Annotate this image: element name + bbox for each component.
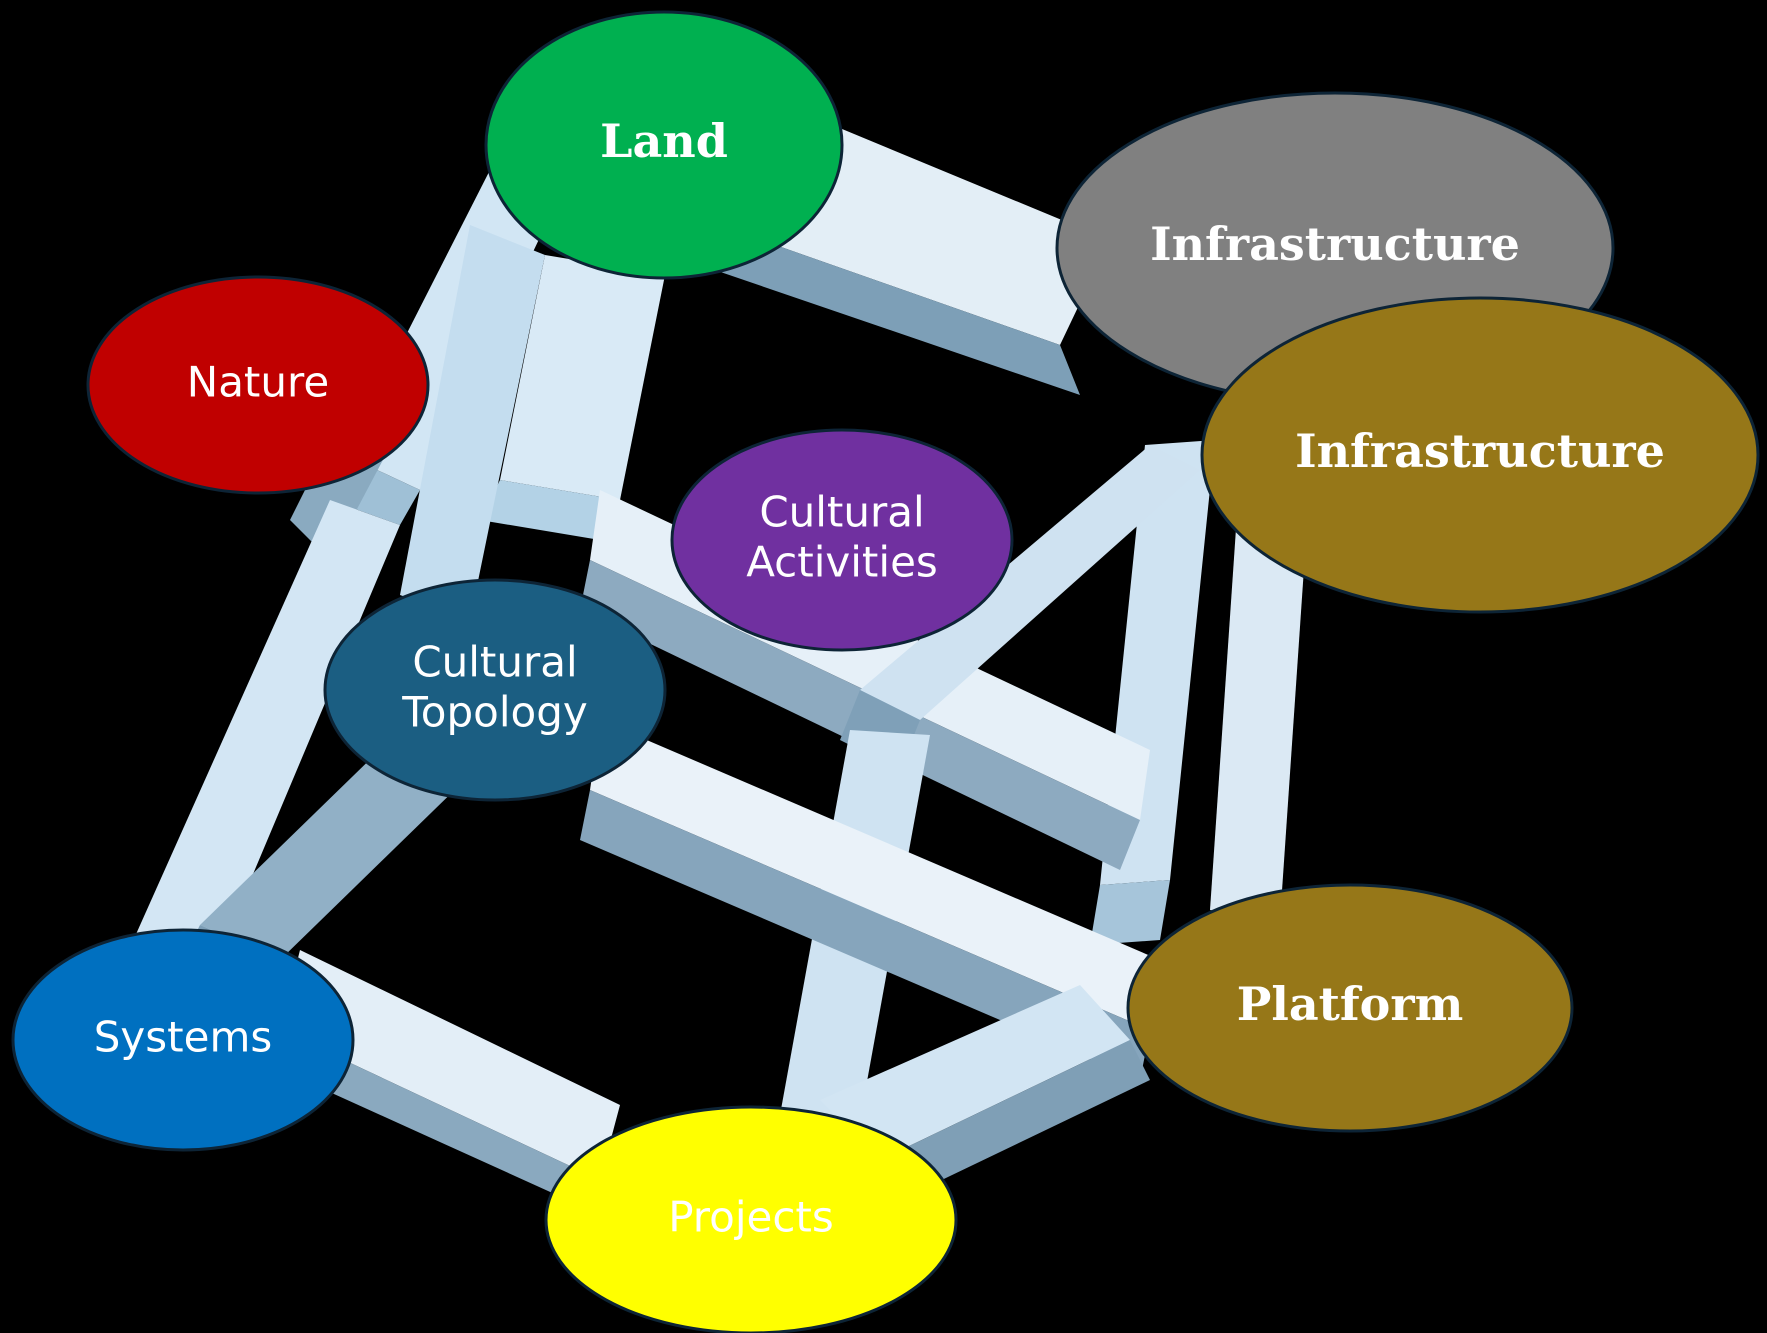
node-platform: Platform	[1126, 883, 1574, 1133]
node-label: Activities	[746, 538, 938, 587]
node-ellipse	[1200, 296, 1760, 614]
node-layer: LandNatureInfrastructureInfrastructureCu…	[11, 10, 1760, 1333]
node-projects: Projects	[544, 1105, 958, 1333]
node-label: Cultural	[759, 487, 924, 536]
node-label: Projects	[668, 1193, 834, 1242]
frame-beam	[820, 985, 1150, 1200]
node-systems: Systems	[11, 928, 355, 1152]
frame-beam	[580, 720, 1160, 1080]
node-label: Systems	[94, 1013, 273, 1062]
frame-beam	[480, 255, 665, 540]
node-infrastructure-olive: Infrastructure	[1200, 296, 1760, 614]
node-ellipse	[1126, 883, 1574, 1133]
node-label: Land	[600, 114, 728, 168]
node-label: Cultural	[412, 637, 577, 686]
frame-beam	[400, 225, 545, 620]
node-ellipse	[670, 428, 1014, 652]
node-nature: Nature	[86, 275, 430, 495]
node-ellipse	[484, 10, 844, 280]
node-ellipse	[544, 1105, 958, 1333]
node-label: Infrastructure	[1150, 217, 1520, 271]
node-ellipse	[323, 578, 667, 802]
node-ellipse	[11, 928, 355, 1152]
frame-beam	[1210, 470, 1310, 920]
node-label: Nature	[187, 358, 329, 407]
frame-beam	[270, 950, 620, 1210]
node-label: Topology	[401, 688, 587, 737]
node-land: Land	[484, 10, 844, 280]
node-ellipse	[86, 275, 430, 495]
node-label: Infrastructure	[1295, 424, 1665, 478]
node-label: Platform	[1237, 977, 1464, 1031]
